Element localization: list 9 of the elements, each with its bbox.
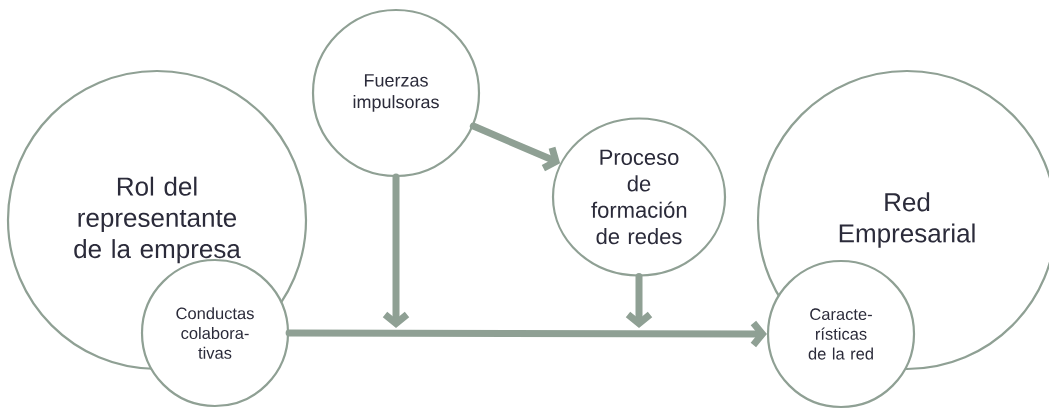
arrow bbox=[625, 273, 653, 328]
node-label: Conductas colabora- tivas bbox=[176, 307, 254, 359]
arrow bbox=[469, 122, 561, 172]
circle-node: Fuerzas impulsoras bbox=[311, 8, 481, 178]
node-label: Caracte- rísticas de la red bbox=[808, 308, 873, 360]
circle-node: Caracte- rísticas de la red bbox=[766, 259, 916, 409]
arrow bbox=[285, 320, 767, 348]
ellipse-node: Proceso de formación de redes bbox=[551, 117, 727, 277]
arrow bbox=[382, 173, 410, 328]
